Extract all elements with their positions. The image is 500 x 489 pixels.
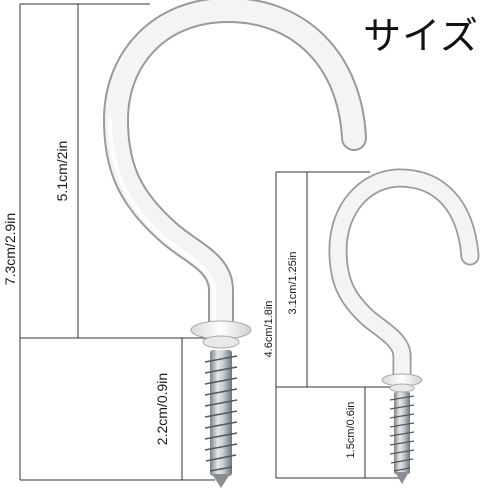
small-screw-tip (395, 472, 409, 484)
small-screw-threads (389, 395, 415, 472)
large-screw-threads (204, 355, 238, 472)
small-screw-length-label: 1.5cm/0.6in (345, 401, 357, 459)
large-total-height-label: 7.3cm/2.9in (2, 212, 18, 286)
small-total-height-label: 4.6cm/1.8in (263, 300, 275, 358)
large-hook-height-label: 5.1cm/2in (54, 140, 70, 202)
large-hook-body (104, 0, 365, 337)
large-screw-tip (212, 474, 230, 488)
small-hook-height-label: 3.1cm/1.25in (287, 251, 299, 315)
small-screw-shaft (394, 392, 410, 474)
large-hook-dimension-lines (19, 3, 215, 481)
large-cup-hook (102, 0, 367, 488)
small-cup-hook (328, 168, 480, 484)
small-hook-dimension-lines (275, 171, 404, 479)
small-hook-body (330, 170, 478, 386)
size-title: サイズ (363, 14, 479, 58)
large-screw-length-label: 2.2cm/0.9in (154, 372, 170, 446)
